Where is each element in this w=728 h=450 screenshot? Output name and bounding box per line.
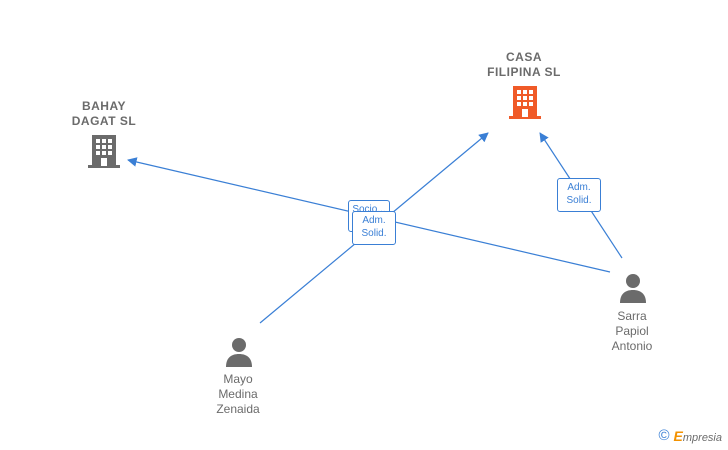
person-label-mayo[interactable]: Mayo Medina Zenaida [216,372,260,416]
empresia-logo: © Empresia [658,427,722,444]
edge-label-adm-solid-center[interactable]: Adm. Solid. [352,211,396,245]
edge-label-adm-solid-right[interactable]: Adm. Solid. [557,178,601,212]
person-label-sarra[interactable]: Sarra Papiol Antonio [611,309,653,353]
building-icon [508,84,542,125]
company-label-casa-filipina[interactable]: CASA FILIPINA SL [487,50,561,79]
person-icon [618,272,648,309]
copyright-icon: © [658,427,670,444]
building-icon [87,133,121,174]
person-icon [224,336,254,373]
company-label-bahay-dagat[interactable]: BAHAY DAGAT SL [71,99,137,128]
